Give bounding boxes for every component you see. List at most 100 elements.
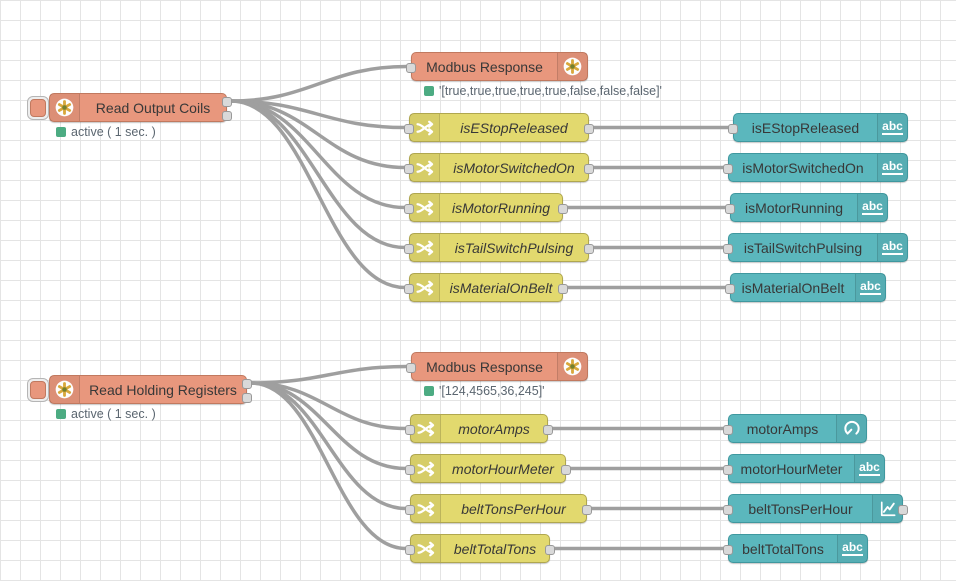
abc-text-icon: abc <box>854 455 884 482</box>
status-text: '[124,4565,36,245]' <box>439 384 545 398</box>
input-port[interactable] <box>404 123 414 134</box>
wire[interactable] <box>230 64 408 103</box>
switch-icon <box>411 455 441 482</box>
input-port[interactable] <box>723 504 733 515</box>
node-ui-isMotorRunning[interactable]: isMotorRunning abc <box>725 193 888 222</box>
input-port[interactable] <box>723 163 733 174</box>
node-label: isMotorSwitchedOn <box>742 159 864 176</box>
modbus-icon <box>50 376 80 403</box>
status-ok-dot <box>424 386 434 396</box>
input-port[interactable] <box>404 163 414 174</box>
input-port[interactable] <box>405 544 415 555</box>
input-port[interactable] <box>723 243 733 254</box>
node-sw-beltTonsPerHour[interactable]: beltTonsPerHour <box>405 494 592 523</box>
input-port[interactable] <box>725 203 735 214</box>
output-port[interactable] <box>584 243 594 254</box>
node-read-holding-registers[interactable]: Read Holding Registers <box>27 375 252 404</box>
output-port[interactable] <box>222 97 232 107</box>
wire[interactable] <box>250 381 407 551</box>
output-port[interactable] <box>222 111 232 121</box>
node-sw-isEStopReleased[interactable]: isEStopReleased <box>404 113 594 142</box>
output-port[interactable] <box>584 123 594 134</box>
node-sw-isMotorSwitchedOn[interactable]: isMotorSwitchedOn <box>404 153 594 182</box>
node-ui-motorAmps[interactable]: motorAmps <box>723 414 867 443</box>
output-port[interactable] <box>545 544 555 555</box>
input-port[interactable] <box>406 62 416 73</box>
wire[interactable] <box>250 381 407 511</box>
node-sw-motorHourMeter[interactable]: motorHourMeter <box>405 454 571 483</box>
input-port[interactable] <box>404 243 414 254</box>
input-port[interactable] <box>404 283 414 294</box>
node-modbus-response-2[interactable]: Modbus Response <box>406 352 588 381</box>
node-button[interactable] <box>27 378 49 402</box>
output-port[interactable] <box>558 203 568 214</box>
node-label: Modbus Response <box>426 358 543 375</box>
node-sw-isMaterialOnBelt[interactable]: isMaterialOnBelt <box>404 273 568 302</box>
abc-text-icon: abc <box>857 194 887 221</box>
node-label: beltTonsPerHour <box>748 500 853 517</box>
input-port[interactable] <box>728 123 738 134</box>
node-label: Modbus Response <box>426 58 543 75</box>
input-port[interactable] <box>723 424 733 435</box>
node-sw-isMotorRunning[interactable]: isMotorRunning <box>404 193 568 222</box>
node-button-fill <box>30 99 46 117</box>
input-port[interactable] <box>404 203 414 214</box>
node-label: Read Output Coils <box>95 99 211 116</box>
switch-icon <box>410 154 440 181</box>
input-port[interactable] <box>723 544 733 555</box>
output-port[interactable] <box>558 283 568 294</box>
input-port[interactable] <box>405 464 415 475</box>
output-port[interactable] <box>898 504 908 515</box>
wire[interactable] <box>230 99 406 250</box>
node-ui-beltTonsPerHour[interactable]: beltTonsPerHour <box>723 494 908 523</box>
node-sw-isTailSwitchPulsing[interactable]: isTailSwitchPulsing <box>404 233 594 262</box>
output-port[interactable] <box>584 163 594 174</box>
output-port[interactable] <box>242 379 252 389</box>
node-label: isMaterialOnBelt <box>449 279 553 296</box>
node-status: active ( 1 sec. ) <box>56 407 156 421</box>
node-button-fill <box>30 381 46 399</box>
node-label: isMotorRunning <box>744 199 844 216</box>
switch-icon <box>410 194 440 221</box>
node-label: isEStopReleased <box>751 119 860 136</box>
node-label: motorAmps <box>458 420 530 437</box>
node-button[interactable] <box>27 96 49 120</box>
wire[interactable] <box>250 364 408 385</box>
input-port[interactable] <box>405 424 415 435</box>
node-sw-motorAmps[interactable]: motorAmps <box>405 414 553 443</box>
output-port[interactable] <box>582 504 592 515</box>
input-port[interactable] <box>725 283 735 294</box>
output-port[interactable] <box>543 424 553 435</box>
status-ok-dot <box>56 127 66 137</box>
switch-icon <box>410 274 440 301</box>
input-port[interactable] <box>406 362 416 373</box>
wire[interactable] <box>230 99 406 290</box>
node-sw-beltTotalTons[interactable]: beltTotalTons <box>405 534 555 563</box>
modbus-icon <box>557 53 587 80</box>
node-label: isEStopReleased <box>460 119 568 136</box>
node-label: Read Holding Registers <box>89 381 237 398</box>
input-port[interactable] <box>723 464 733 475</box>
node-read-output-coils[interactable]: Read Output Coils <box>27 93 232 122</box>
abc-text-icon: abc <box>855 274 885 301</box>
node-modbus-response-1[interactable]: Modbus Response <box>406 52 588 81</box>
input-port[interactable] <box>405 504 415 515</box>
switch-icon <box>411 415 441 442</box>
node-label: isTailSwitchPulsing <box>743 239 863 256</box>
node-label: beltTotalTons <box>742 540 824 557</box>
node-label: beltTotalTons <box>453 540 537 557</box>
output-port[interactable] <box>242 393 252 403</box>
node-ui-isEStopReleased[interactable]: isEStopReleased abc <box>728 113 908 142</box>
abc-text-icon: abc <box>877 114 907 141</box>
switch-icon <box>411 495 441 522</box>
output-port[interactable] <box>561 464 571 475</box>
switch-icon <box>410 234 440 261</box>
wire[interactable] <box>230 99 406 170</box>
